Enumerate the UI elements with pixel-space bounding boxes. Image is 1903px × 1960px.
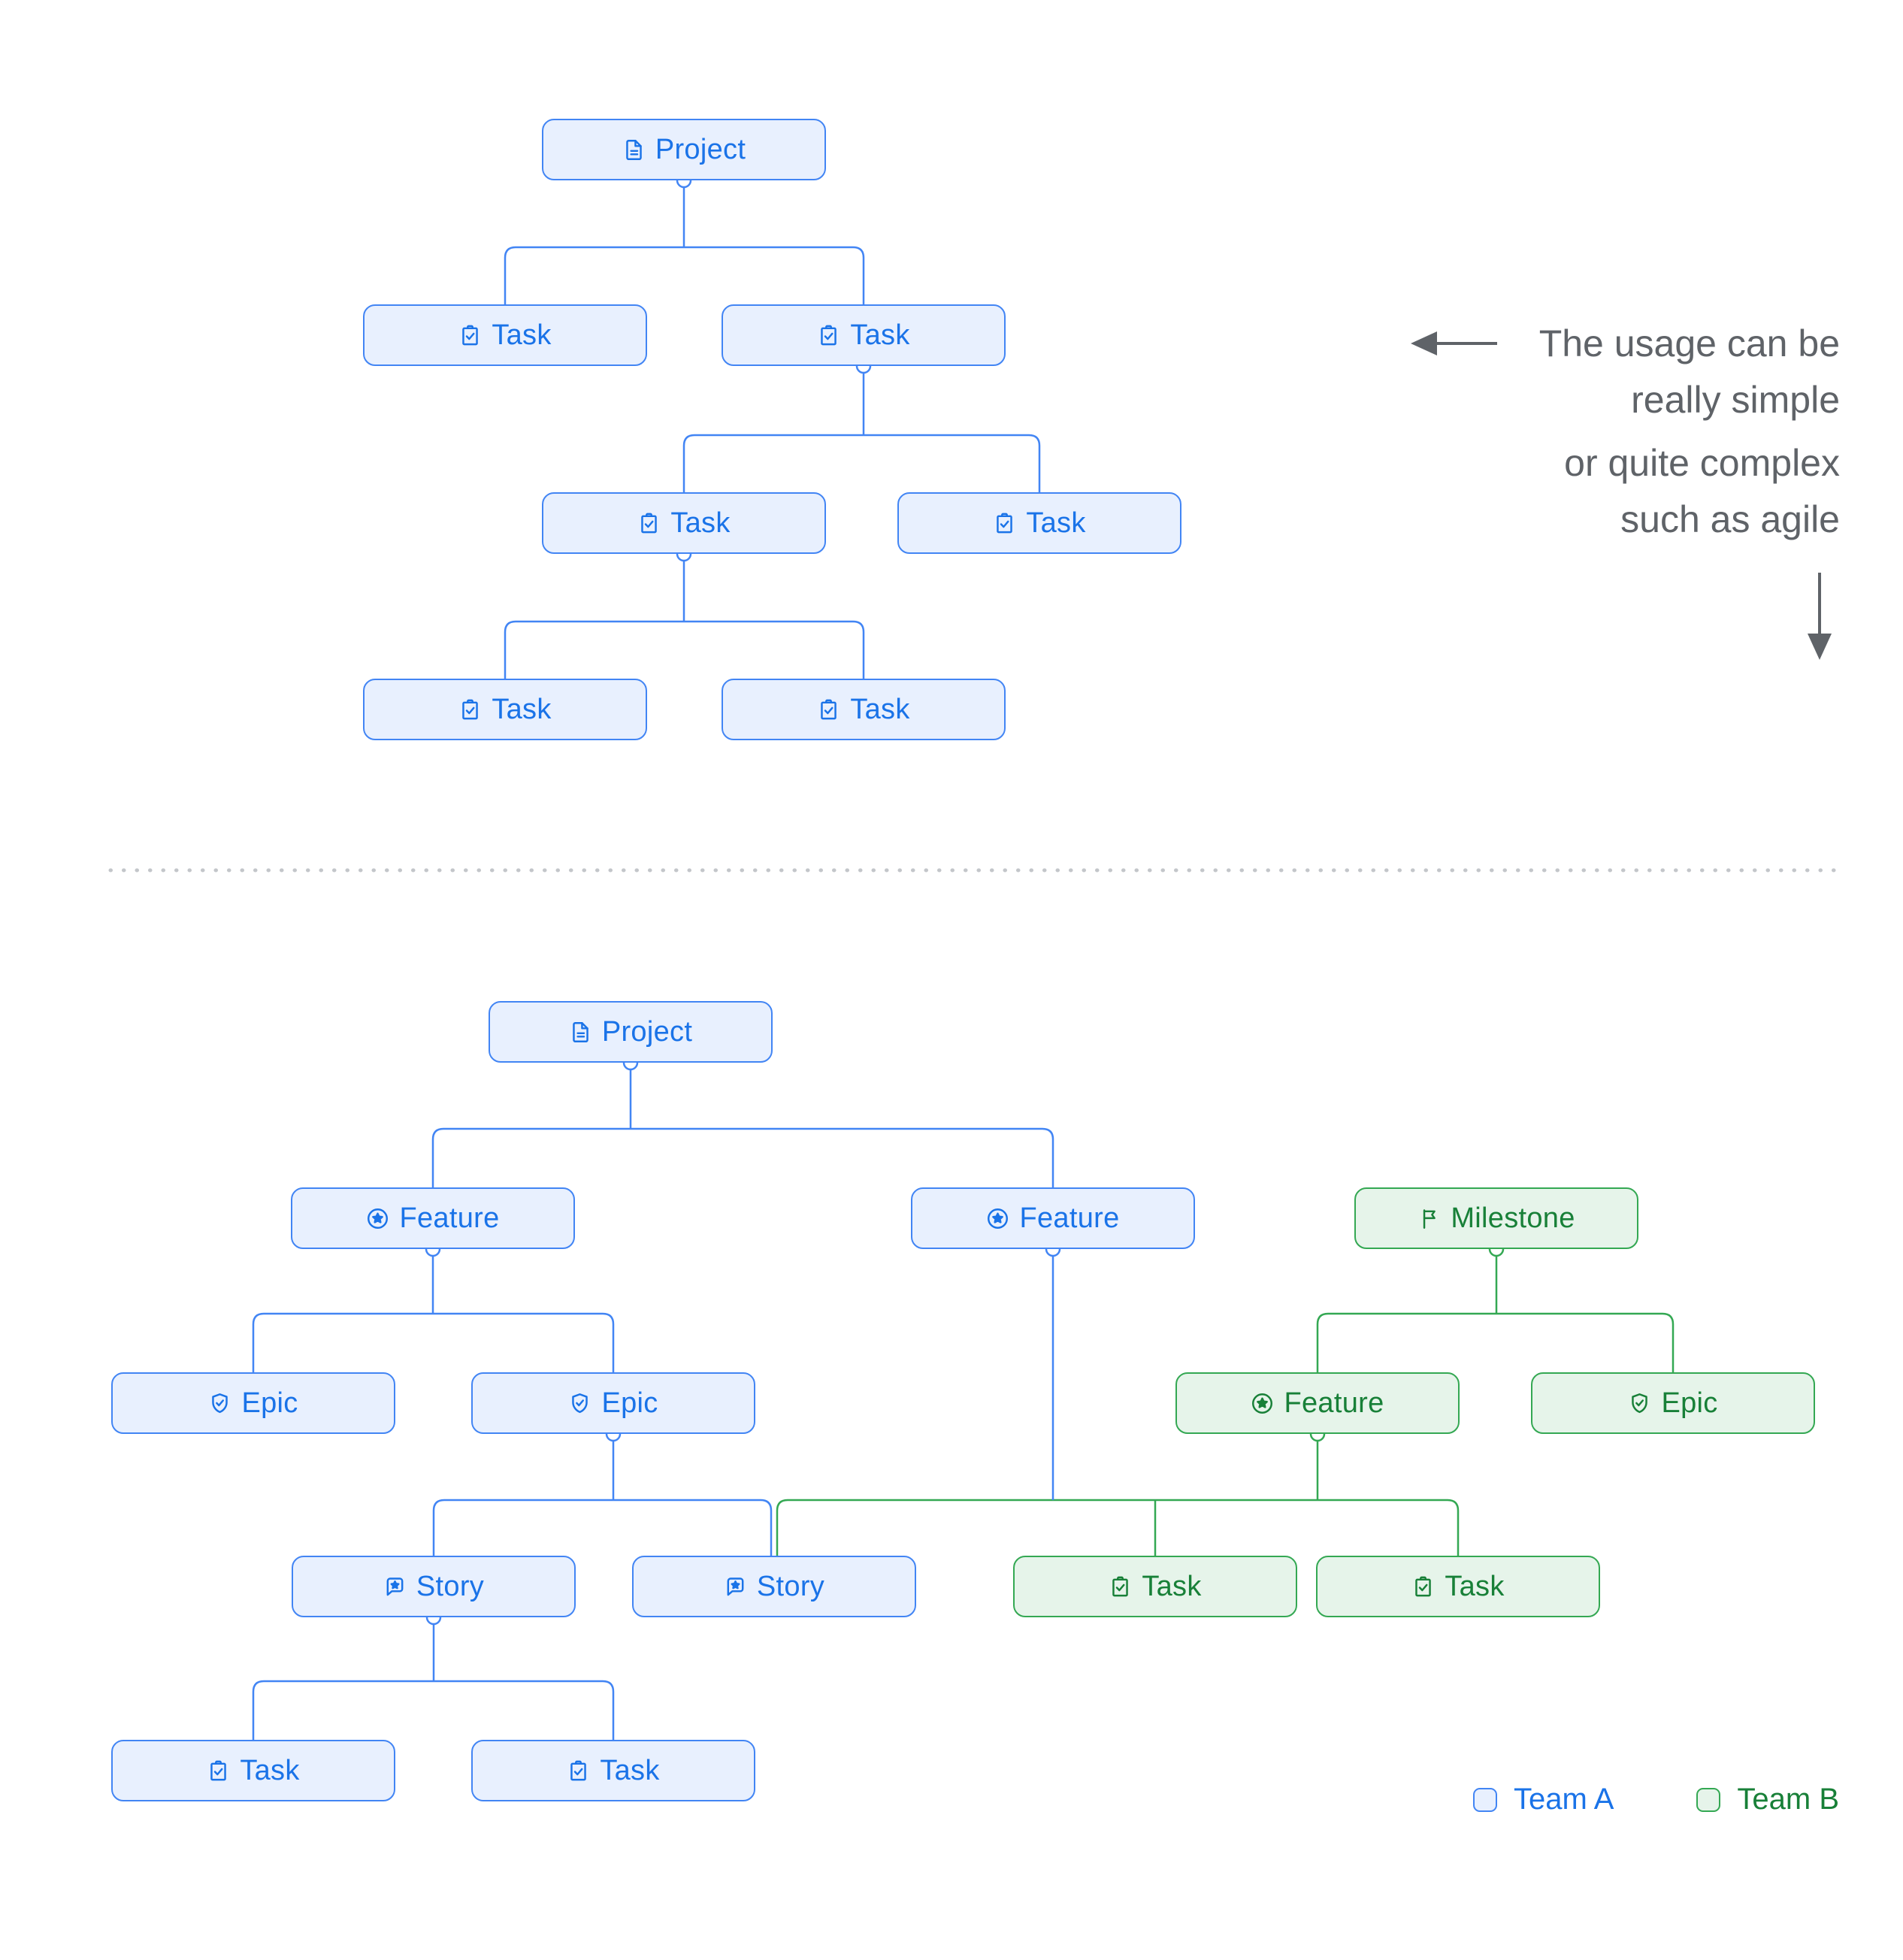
node-label: Feature [1019,1202,1120,1234]
connector-bus [504,620,865,679]
connector-bus [504,246,865,304]
team-a-swatch [1473,1787,1497,1812]
task-icon [462,325,479,345]
epic-icon [1632,1393,1648,1413]
node-task-t1: Task [363,304,647,366]
task-icon [821,699,837,719]
team-b-swatch [1696,1787,1721,1812]
annotation-text: The usage can be really simple or quite … [1539,316,1840,548]
node-label: Feature [1284,1387,1384,1419]
team-b-label: Team B [1737,1783,1840,1816]
task-icon [1415,1576,1432,1596]
left-arrow-head-icon [1411,331,1437,355]
node-label: Project [655,133,746,165]
node-feature-f2: Feature [911,1187,1195,1249]
feature-icon [1252,1393,1273,1414]
node-label: Epic [1661,1387,1718,1419]
legend: Team A Team B [1473,1783,1839,1816]
annotation-paragraph-2: or quite complex such as agile [1539,435,1840,548]
node-label: Task [492,693,552,725]
node-story-s1: Story [292,1556,576,1617]
connector-bus [1316,1312,1675,1372]
node-epic-e1: Epic [111,1372,395,1434]
feature-icon [988,1208,1009,1229]
node-label: Task [1445,1570,1505,1602]
node-label: Task [850,693,910,725]
epic-icon [212,1393,228,1413]
annotation-line-2: really simple [1631,379,1840,421]
team-a-label: Team A [1514,1783,1614,1816]
connector-bus [252,1680,615,1740]
node-project-p2: Project [489,1001,773,1063]
node-task-t6: Task [722,679,1006,740]
down-arrow-head-icon [1808,634,1832,660]
story-icon [727,1577,744,1596]
node-label: Epic [241,1387,298,1419]
task-icon [1112,1576,1129,1596]
node-label: Task [600,1754,660,1786]
annotation-line-4: such as agile [1620,498,1840,540]
task-icon [821,325,837,345]
node-task-tb1: Task [111,1740,395,1801]
node-task-t3: Task [542,492,826,554]
node-task-t5: Task [363,679,647,740]
node-task-gt2: Task [1316,1556,1600,1617]
node-label: Story [416,1570,485,1602]
node-feature-gf: Feature [1175,1372,1460,1434]
node-label: Task [492,319,552,351]
milestone-icon [1423,1208,1436,1229]
legend-item-team-a: Team A [1473,1783,1614,1816]
task-icon [570,1760,587,1780]
legend-item-team-b: Team B [1696,1783,1839,1816]
task-icon [641,513,658,533]
node-label: Task [670,507,731,539]
epic-icon [572,1393,588,1413]
node-feature-f1: Feature [291,1187,575,1249]
node-label: Story [756,1570,825,1602]
node-task-gt1: Task [1013,1556,1297,1617]
node-label: Milestone [1451,1202,1575,1234]
task-icon [210,1760,227,1780]
node-milestone-m1: Milestone [1354,1187,1638,1249]
node-task-tb2: Task [471,1740,755,1801]
node-label: Feature [399,1202,500,1234]
connector-bus [776,1499,1460,1556]
node-label: Task [1142,1570,1202,1602]
node-task-t4: Task [897,492,1181,554]
node-story-s2: Story [632,1556,916,1617]
node-task-t2: Task [722,304,1006,366]
node-label: Project [601,1015,693,1048]
connector-bus [431,1127,1054,1187]
node-label: Task [850,319,910,351]
node-label: Task [1026,507,1086,539]
task-icon [997,513,1013,533]
node-epic-e2: Epic [471,1372,755,1434]
annotation-line-1: The usage can be [1538,322,1840,364]
node-label: Epic [601,1387,658,1419]
node-label: Task [240,1754,300,1786]
node-project-p1: Project [542,119,826,180]
connector-bus [682,434,1041,492]
connector-bus [252,1312,615,1372]
feature-icon [368,1208,389,1229]
project-icon [573,1021,588,1042]
story-icon [386,1577,404,1596]
annotation-paragraph-1: The usage can be really simple [1539,316,1840,428]
connector-bus [432,1499,773,1556]
project-icon [626,139,642,160]
annotation-line-3: or quite complex [1564,442,1840,484]
task-icon [462,699,479,719]
node-epic-ge: Epic [1531,1372,1815,1434]
